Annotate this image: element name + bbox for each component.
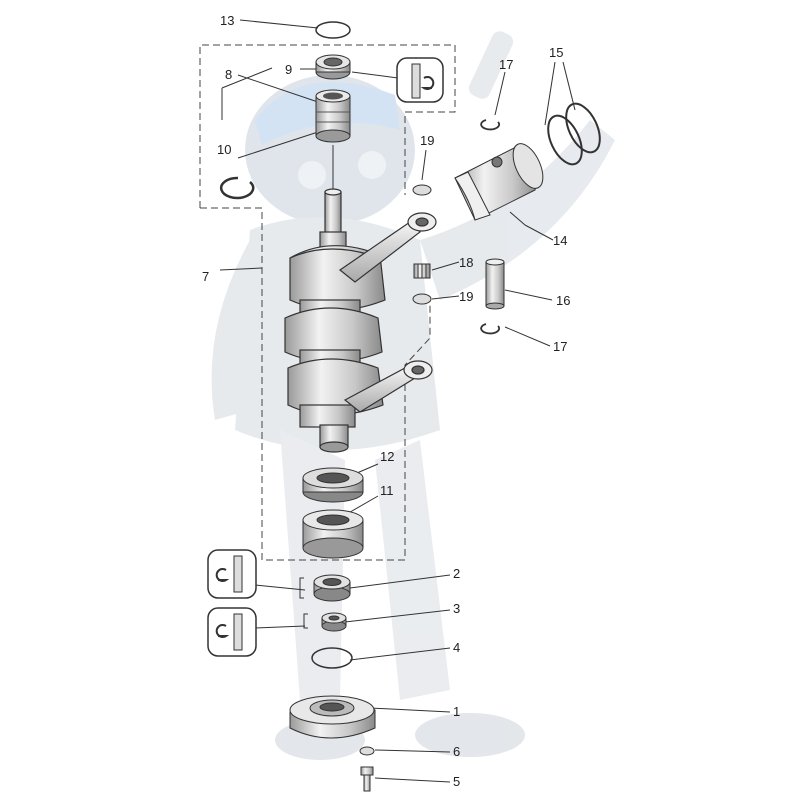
callout-2: 2 — [453, 566, 461, 581]
callout-9: 9 — [285, 62, 293, 77]
callout-12: 12 — [380, 449, 395, 464]
part-18-needle-bearing — [413, 263, 431, 279]
part-11-ball-bearing — [302, 509, 364, 559]
callout-13: 13 — [220, 13, 235, 28]
callout-15: 15 — [549, 45, 564, 60]
callout-8: 8 — [225, 67, 233, 82]
callout-1: 1 — [453, 704, 461, 719]
part-17-clip-bottom — [480, 323, 501, 335]
part-2-oil-seal — [313, 574, 351, 602]
part-15-piston-rings — [547, 102, 601, 166]
part-10-circlip — [219, 176, 255, 200]
part-7-crankshaft — [284, 145, 437, 453]
callout-18: 18 — [459, 255, 474, 270]
callout-19-top: 19 — [420, 133, 435, 148]
part-4-o-ring — [311, 647, 353, 669]
assembly-box-7 — [199, 44, 456, 561]
callout-5: 5 — [453, 774, 461, 789]
grease-fitting-icon — [396, 57, 444, 103]
callout-6: 6 — [453, 744, 461, 759]
grease-fitting-icon — [207, 607, 257, 657]
part-14-piston — [454, 143, 544, 221]
callout-11: 11 — [380, 483, 394, 498]
part-13-o-ring — [315, 21, 351, 39]
part-16-piston-pin — [485, 258, 505, 310]
part-1-bearing-housing — [289, 695, 376, 739]
callout-7: 7 — [202, 269, 210, 284]
callout-16: 16 — [556, 293, 571, 308]
part-8-needle-bearing — [315, 89, 351, 143]
callout-19-bottom: 19 — [459, 289, 474, 304]
part-3-oil-seal — [321, 612, 347, 632]
part-19-washer-top — [412, 184, 432, 196]
callout-14: 14 — [553, 233, 568, 248]
part-12-oil-seal — [302, 467, 364, 503]
callout-17-top: 17 — [499, 57, 514, 72]
part-5-bolt — [360, 766, 374, 792]
grease-fitting-icon — [207, 549, 257, 599]
brackets — [299, 577, 308, 629]
part-6-washer — [359, 746, 375, 756]
callout-17-bottom: 17 — [553, 339, 568, 354]
part-17-clip-top — [480, 119, 501, 131]
callout-4: 4 — [453, 640, 461, 655]
watermark-mascot — [211, 31, 615, 760]
part-9-oil-seal — [315, 54, 351, 80]
callout-10: 10 — [217, 142, 232, 157]
callout-3: 3 — [453, 601, 461, 616]
part-19-washer-bottom — [412, 293, 432, 305]
